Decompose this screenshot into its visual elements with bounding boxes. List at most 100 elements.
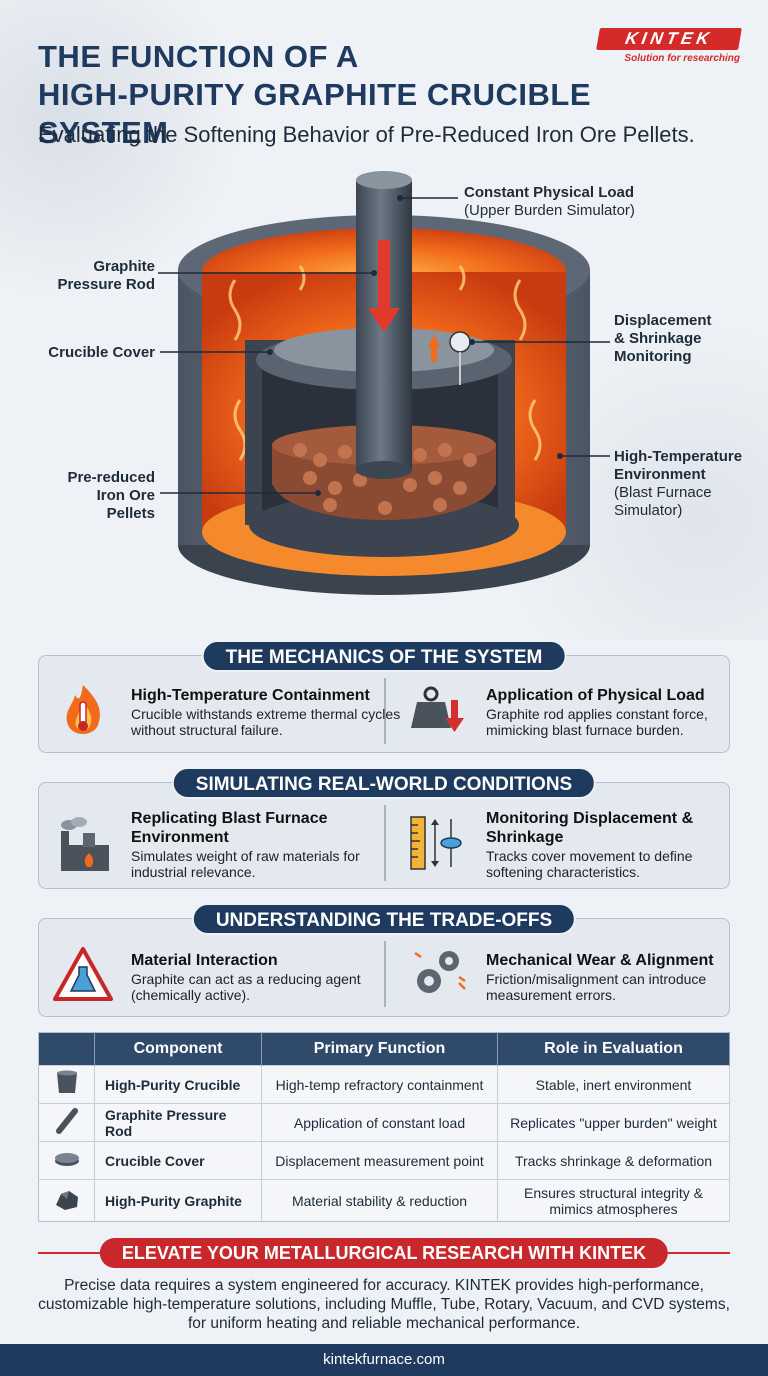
simulating-section-title: SIMULATING REAL-WORLD CONDITIONS <box>171 767 597 799</box>
title-line-1: THE FUNCTION OF A <box>38 39 359 74</box>
tradeoffs-left-cell: Material Interaction Graphite can act as… <box>131 951 431 1003</box>
callout-disp-line3: Monitoring <box>614 348 692 365</box>
callout-pressure-rod: Graphite Pressure Rod <box>40 258 155 294</box>
panel-divider <box>384 805 386 881</box>
table-cell-function: Displacement measurement point <box>261 1141 498 1180</box>
table-cell-icon <box>38 1141 95 1180</box>
tradeoffs-left-desc: Graphite can act as a reducing agent (ch… <box>131 971 361 1003</box>
tradeoffs-left-title: Material Interaction <box>131 952 278 969</box>
simulating-left-cell: Replicating Blast Furnace Environment Si… <box>131 809 371 880</box>
table-cell-role: Ensures structural integrity & mimics at… <box>497 1179 730 1222</box>
mechanics-right-title: Application of Physical Load <box>486 687 705 704</box>
table-header-function: Primary Function <box>261 1032 498 1066</box>
displacement-gauge <box>449 331 471 353</box>
table-cell-role: Replicates "upper burden" weight <box>497 1103 730 1142</box>
load-arrow-shaft <box>378 240 390 310</box>
simulating-right-cell: Monitoring Displacement & Shrinkage Trac… <box>486 809 726 880</box>
cta-body: Precise data requires a system engineere… <box>38 1277 730 1332</box>
callout-disp-line1: Displacement <box>614 312 712 329</box>
blast-furnace-icon <box>61 817 109 871</box>
table-cell-component: Crucible Cover <box>94 1141 262 1180</box>
logo-tagline: Solution for researching <box>624 53 740 64</box>
tradeoffs-right-cell: Mechanical Wear & Alignment Friction/mis… <box>486 951 726 1003</box>
callout-env-line4: Simulator) <box>614 502 683 519</box>
table-row: Graphite Pressure Rod Application of con… <box>38 1103 730 1142</box>
callout-load-subtitle: (Upper Burden Simulator) <box>464 202 635 219</box>
panel-divider <box>384 941 386 1007</box>
rod-icon <box>55 1108 78 1134</box>
ruler-gauge-icon <box>410 816 462 870</box>
callout-rod-line2: Pressure Rod <box>57 276 155 293</box>
callout-constant-load: Constant Physical Load (Upper Burden Sim… <box>464 184 635 220</box>
table-cell-function: Application of constant load <box>261 1103 498 1142</box>
crucible-diagram: Constant Physical Load (Upper Burden Sim… <box>0 160 768 640</box>
tradeoffs-section-title: UNDERSTANDING THE TRADE-OFFS <box>191 903 577 935</box>
weight-load-icon <box>411 686 464 732</box>
callout-leaders <box>158 197 610 494</box>
page-subtitle: Evaluating the Softening Behavior of Pre… <box>38 122 695 147</box>
callout-pellets: Pre-reduced Iron Ore Pellets <box>40 469 155 523</box>
callout-env-line2: Environment <box>614 466 706 483</box>
crucible-illustration <box>158 171 610 595</box>
footer-url[interactable]: kintekfurnace.com <box>0 1344 768 1376</box>
mechanics-left-title: High-Temperature Containment <box>131 687 370 704</box>
callout-crucible-cover: Crucible Cover <box>30 344 155 362</box>
logo-wordmark: KINTEK <box>596 28 742 50</box>
callout-pellets-line2: Iron Ore <box>96 487 155 504</box>
table-cell-component: Graphite Pressure Rod <box>94 1103 262 1142</box>
simulating-right-title: Monitoring Displacement & Shrinkage <box>486 810 694 846</box>
cta-title: ELEVATE YOUR METALLURGICAL RESEARCH WITH… <box>99 1238 669 1268</box>
graphite-chunk-icon <box>55 1191 78 1210</box>
table-header-component: Component <box>94 1032 262 1066</box>
mechanics-right-desc: Graphite rod applies constant force, mim… <box>486 706 708 738</box>
cover-icon <box>54 1153 79 1166</box>
table-cell-icon <box>38 1065 95 1104</box>
callout-env-line1: High-Temperature <box>614 448 743 465</box>
page-title: THE FUNCTION OF A HIGH-PURITY GRAPHITE C… <box>38 38 598 152</box>
shrink-arrow <box>428 334 440 348</box>
gears-icon <box>414 951 466 993</box>
panel-divider <box>384 678 386 744</box>
table-cell-icon <box>38 1179 95 1222</box>
table-cell-component: High-Purity Crucible <box>94 1065 262 1104</box>
mechanics-left-cell: High-Temperature Containment Crucible wi… <box>131 686 431 738</box>
simulating-left-desc: Simulates weight of raw materials for in… <box>131 848 360 880</box>
callout-rod-line1: Graphite <box>93 258 155 275</box>
table-cell-role: Stable, inert environment <box>497 1065 730 1104</box>
table-cell-icon <box>38 1103 95 1142</box>
simulating-right-desc: Tracks cover movement to define softenin… <box>486 848 693 880</box>
title-line-2: HIGH-PURITY GRAPHITE CRUCIBLE SYSTEM <box>38 77 592 150</box>
table-cell-function: Material stability & reduction <box>261 1179 498 1222</box>
table-row: High-Purity Graphite Material stability … <box>38 1179 730 1222</box>
callout-env-line3: (Blast Furnace <box>614 484 712 501</box>
flame-thermometer-icon <box>66 685 100 734</box>
rod-top <box>356 171 412 189</box>
table-header-icon <box>38 1032 95 1066</box>
flame-lines <box>228 265 542 461</box>
mechanics-right-cell: Application of Physical Load Graphite ro… <box>486 686 726 738</box>
tradeoffs-right-desc: Friction/misalignment can introduce meas… <box>486 971 707 1003</box>
callout-pellets-line1: Pre-reduced <box>67 469 155 486</box>
warning-flask-icon <box>53 947 113 1001</box>
pellet-dots <box>293 443 477 515</box>
table-row: Crucible Cover Displacement measurement … <box>38 1141 730 1180</box>
callout-disp-line2: & Shrinkage <box>614 330 702 347</box>
callout-load-title: Constant Physical Load <box>464 184 635 201</box>
callout-pellets-line3: Pellets <box>106 505 155 522</box>
table-cell-role: Tracks shrinkage & deformation <box>497 1141 730 1180</box>
load-arrow-head <box>368 308 400 332</box>
callout-cover-label: Crucible Cover <box>48 344 155 361</box>
kintek-logo[interactable]: KINTEK Solution for researching <box>596 28 742 68</box>
tradeoffs-right-title: Mechanical Wear & Alignment <box>486 952 714 969</box>
table-cell-function: High-temp refractory containment <box>261 1065 498 1104</box>
rod-bottom <box>356 461 412 479</box>
simulating-panel: Replicating Blast Furnace Environment Si… <box>38 782 730 889</box>
crucible-icon <box>56 1070 77 1093</box>
callout-environment: High-Temperature Environment (Blast Furn… <box>614 448 742 520</box>
mechanics-section-title: THE MECHANICS OF THE SYSTEM <box>201 640 567 672</box>
mechanics-left-desc: Crucible withstands extreme thermal cycl… <box>131 706 401 738</box>
callout-displacement: Displacement & Shrinkage Monitoring <box>614 312 712 366</box>
table-cell-component: High-Purity Graphite <box>94 1179 262 1222</box>
simulating-left-title: Replicating Blast Furnace Environment <box>131 810 328 846</box>
table-row: High-Purity Crucible High-temp refractor… <box>38 1065 730 1104</box>
